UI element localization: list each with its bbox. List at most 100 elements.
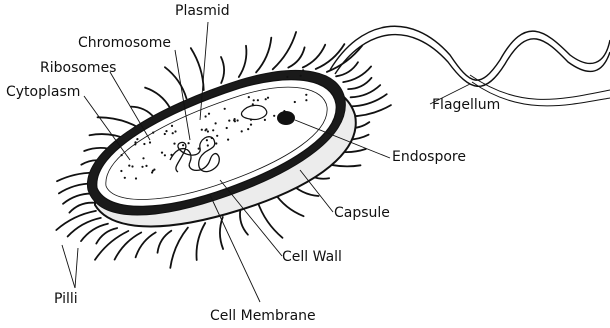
ribosome-dot [172,132,174,134]
ribosome-dot [216,135,218,137]
ribosome-dot [305,94,307,96]
ribosome-dot [294,101,296,103]
pilus-strand [145,88,170,108]
label-flagellum: Flagellum [432,98,500,112]
pilus-strand [196,223,205,260]
label-chromosome: Chromosome [78,36,171,50]
pilus-strand [351,85,381,97]
pilli-leader-1 [62,245,75,288]
ribosome-dot [165,130,167,132]
pilus-strand [165,67,187,98]
label-cell-wall: Cell Wall [282,250,342,264]
ribosome-dot [124,177,126,179]
ribosome-dot [134,141,136,143]
pilus-strand [288,47,304,67]
ribosome-dot [207,144,209,146]
ribosome-dot [120,170,122,172]
ribosome-dot [204,129,206,131]
label-capsule: Capsule [334,206,390,220]
ribosome-dot [211,137,213,139]
ribosome-dot [182,144,184,146]
ribosome-dot [152,132,154,134]
ribosome-dot [206,139,208,141]
ribosome-dot [273,115,275,117]
ribosome-dot [215,122,217,124]
ribosome-dot [173,143,175,145]
ribosome-dot [300,75,302,77]
ribosome-dot [135,177,137,179]
ribosome-dot [164,133,166,135]
pilus-strand [158,231,172,253]
pilli-leader-2 [75,248,78,288]
label-cell-membrane: Cell Membrane [210,309,316,323]
pilus-strand [273,32,296,69]
pilus-strand [191,48,204,90]
pilus-strand [131,107,155,118]
label-ribosomes: Ribosomes [40,61,116,75]
cell-body [87,69,355,226]
ribosome-dot [143,143,145,145]
ribosome-dot [171,125,173,127]
ribosome-dot [205,115,207,117]
ribosome-dot [302,69,304,71]
ribosome-dot [305,99,307,101]
ribosome-dot [141,166,143,168]
ribosome-dot [237,119,239,121]
ribosome-dot [145,165,147,167]
pilus-strand [303,45,325,68]
ribosome-dot [136,138,138,140]
ribosome-dot [241,130,243,132]
pilus-strand [69,203,93,213]
ribosome-dot [164,154,166,156]
ribosome-dot [128,165,130,167]
ribosome-dot [227,139,229,141]
pilus-strand [258,202,283,238]
flagellum [330,26,610,106]
ribosome-dot [134,143,136,145]
ribosome-dot [161,152,163,154]
ribosome-dot [224,108,226,110]
ribosome-dot [248,96,250,98]
ribosome-dot [201,129,203,131]
label-endospore: Endospore [392,150,466,164]
ribosome-dot [174,130,176,132]
pilus-strand [336,62,358,76]
pilus-strand [221,57,224,83]
ribosome-dot [264,119,266,121]
ribosome-dot [250,124,252,126]
pilus-strand [81,224,108,241]
ribosome-dot [198,148,200,150]
ribosome-dot [121,154,123,156]
pilus-strand [136,232,156,257]
ribosome-dot [250,119,252,121]
ribosome-dot [215,142,217,144]
label-cytoplasm: Cytoplasm [6,85,80,99]
pilus-strand [98,117,141,128]
ribosome-dot [267,97,269,99]
ribosome-dot [234,118,236,120]
ribosome-dot [286,76,288,78]
ribosome-dot [257,99,259,101]
ribosome-dot [188,142,190,144]
ribosome-dot [207,130,209,132]
label-pilli: Pilli [54,292,78,306]
pilus-strand [256,38,271,73]
pilus-strand [96,228,117,244]
ribosome-dot [212,129,214,131]
pilus-strand [240,210,248,235]
ribosome-dot [228,120,230,122]
ribosome-dot [208,113,210,115]
ribosome-dot [151,171,153,173]
pilus-strand [343,66,371,82]
ribosome-dot [247,128,249,130]
ribosome-dot [265,98,267,100]
ribosome-dot [142,157,144,159]
endospore-body [277,111,295,125]
ribosome-dot [226,127,228,129]
pilus-strand [239,46,247,77]
ribosome-dot [131,165,133,167]
ribosome-dot [170,154,172,156]
ribosome-dot [149,141,151,143]
ribosome-dot [283,110,285,112]
